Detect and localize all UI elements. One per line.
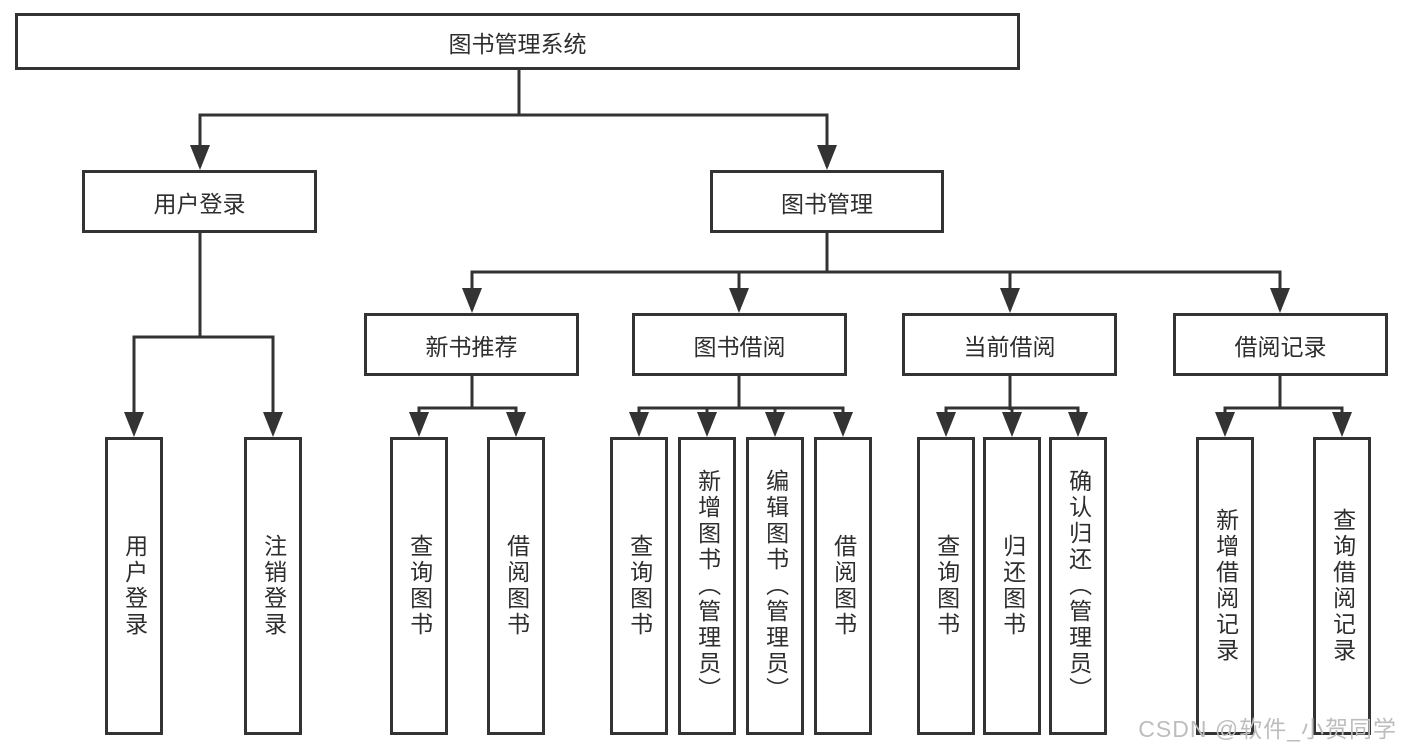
node-library-management-system: 图书管理系统 — [15, 13, 1020, 70]
node-label: 图书管理系统 — [448, 30, 587, 57]
leaf-add-borrow-record: 新增借阅记录 — [1196, 437, 1254, 735]
node-label: 注销登录 — [260, 534, 287, 638]
leaf-return-books: 归还图书 — [983, 437, 1041, 735]
node-label: 借阅记录 — [1234, 333, 1327, 360]
leaf-borrow-books: 借阅图书 — [814, 437, 872, 735]
leaf-confirm-return-admin: 确认归还（管理员） — [1049, 437, 1107, 735]
node-borrowing-records: 借阅记录 — [1173, 313, 1388, 376]
leaf-borrow-books-recommend: 借阅图书 — [487, 437, 545, 735]
node-label: 图书管理 — [781, 190, 873, 217]
node-label: 查询借阅记录 — [1329, 508, 1356, 664]
node-label: 图书借阅 — [693, 333, 786, 360]
node-label: 查询图书 — [933, 534, 960, 638]
node-label: 用户登录 — [153, 190, 246, 217]
leaf-query-books-current: 查询图书 — [917, 437, 975, 735]
leaf-edit-books-admin: 编辑图书（管理员） — [746, 437, 804, 735]
node-label: 归还图书 — [999, 534, 1026, 638]
node-new-book-recommendation: 新书推荐 — [364, 313, 579, 376]
leaf-query-books-recommend: 查询图书 — [390, 437, 448, 735]
node-label: 借阅图书 — [830, 534, 857, 638]
leaf-add-books-admin: 新增图书（管理员） — [678, 437, 736, 735]
node-user-login: 用户登录 — [82, 170, 317, 233]
node-label: 借阅图书 — [503, 534, 530, 638]
node-book-management: 图书管理 — [710, 170, 944, 233]
node-label: 当前借阅 — [963, 333, 1056, 360]
node-current-borrowing: 当前借阅 — [902, 313, 1117, 376]
node-label: 编辑图书（管理员） — [762, 469, 789, 703]
csdn-watermark: CSDN @软件_小贺同学 — [1138, 716, 1397, 742]
leaf-logout: 注销登录 — [244, 437, 302, 735]
node-label: 查询图书 — [406, 534, 433, 638]
node-label: 新增图书（管理员） — [694, 469, 721, 703]
leaf-user-login: 用户登录 — [105, 437, 163, 735]
node-book-borrowing: 图书借阅 — [632, 313, 847, 376]
node-label: 确认归还（管理员） — [1065, 469, 1092, 703]
leaf-query-books-borrow: 查询图书 — [610, 437, 668, 735]
node-label: 新增借阅记录 — [1212, 508, 1239, 664]
leaf-query-borrow-record: 查询借阅记录 — [1313, 437, 1371, 735]
node-label: 查询图书 — [626, 534, 653, 638]
node-label: 用户登录 — [121, 534, 148, 638]
node-label: 新书推荐 — [425, 333, 518, 360]
